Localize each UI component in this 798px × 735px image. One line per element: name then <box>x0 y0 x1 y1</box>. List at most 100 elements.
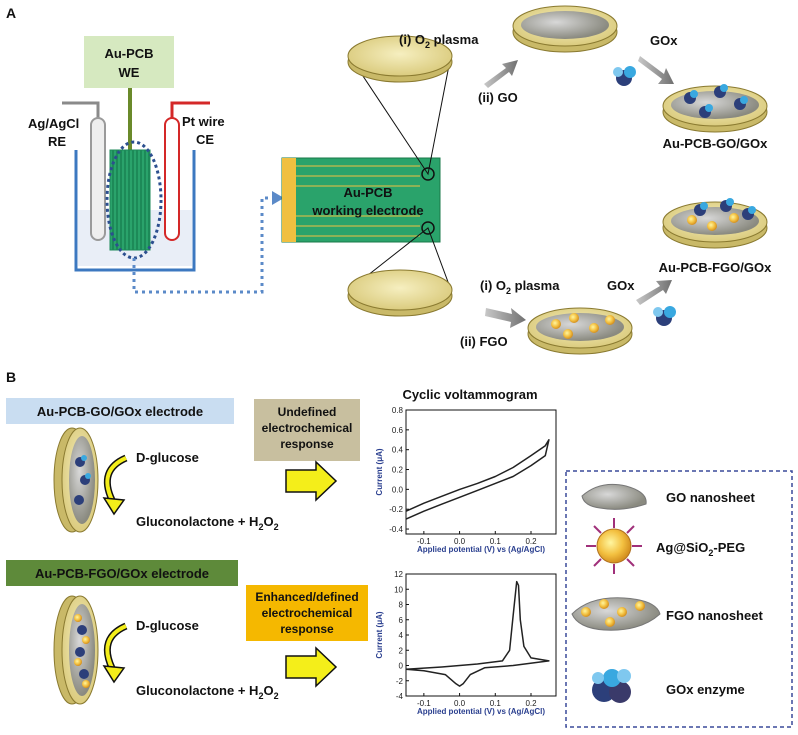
pcb-label-line1: Au-PCB <box>343 185 392 200</box>
cv-go-xlabel: Applied potential (V) vs (Ag/AgCl) <box>417 545 545 554</box>
we-label-line1: Au-PCB <box>104 46 153 61</box>
connector-arrowhead <box>272 191 284 205</box>
legend-fgo: FGO nanosheet <box>666 608 763 623</box>
cv-go-plot-frame <box>405 409 557 535</box>
pcb-in-cell <box>109 149 151 251</box>
x-tick-label: -0.1 <box>417 537 431 546</box>
electrochemical-cell <box>62 88 210 272</box>
go-gox-dish <box>662 84 768 133</box>
x-tick-label: -0.1 <box>417 699 431 708</box>
fgo-product: Gluconolactone + H2O2 <box>136 683 279 701</box>
y-tick-label: 6 <box>399 616 404 625</box>
response1-box <box>254 399 360 461</box>
x-tick-label: 0.2 <box>525 537 537 546</box>
bottom-step2: (ii) FGO <box>460 334 508 349</box>
cv-fgo-ylabel: Current (μA) <box>375 611 384 658</box>
go-reaction-arrowhead <box>102 497 126 516</box>
response2-arrow <box>285 646 338 688</box>
go-nanosheet-icon <box>581 483 647 510</box>
fgo-electrode-title: Au-PCB-FGO/GOx electrode <box>35 566 209 581</box>
legend-ag: Ag@SiO2-PEG <box>656 540 745 558</box>
y-tick-label: -0.4 <box>389 525 403 534</box>
cv-title: Cyclic voltammogram <box>402 387 537 402</box>
y-tick-label: 8 <box>399 601 404 610</box>
fgo-reaction-arrowhead <box>102 665 126 684</box>
bottom-gox-label: GOx <box>607 278 635 293</box>
top-arrow-2 <box>638 56 674 84</box>
top-arrow-1 <box>484 60 518 88</box>
y-tick-label: 0.6 <box>392 426 404 435</box>
gox-enzyme-icon <box>592 669 631 703</box>
re-label-line2: RE <box>48 134 66 149</box>
top-bare-dish <box>347 35 453 83</box>
y-tick-label: 0.4 <box>392 446 404 455</box>
y-tick-label: 0 <box>399 662 404 671</box>
response2-line2: electrochemical <box>262 606 353 620</box>
y-tick-label: -4 <box>396 692 404 701</box>
top-step2: (ii) GO <box>478 90 518 105</box>
we-label-box <box>84 36 174 88</box>
panel-a-letter: A <box>6 5 16 21</box>
ag-sio2-peg-icon <box>586 518 642 574</box>
y-tick-label: 12 <box>394 570 403 579</box>
panel-b-letter: B <box>6 369 16 385</box>
bottom-zoom-spot <box>421 221 435 235</box>
response2-line1: Enhanced/defined <box>255 590 358 604</box>
top-step1: (i) O2 plasma <box>399 32 479 50</box>
y-tick-label: 10 <box>394 585 403 594</box>
response2-line3: response <box>280 622 334 636</box>
bottom-arrow-2 <box>636 280 672 305</box>
top-gox-label: GOx <box>650 33 678 48</box>
fgo-substrate: D-glucose <box>136 618 199 633</box>
cv-curve <box>405 580 550 687</box>
response1-arrow <box>285 460 338 502</box>
x-tick-label: 0.0 <box>454 537 466 546</box>
ce-label-line1: Pt wire <box>182 114 225 129</box>
top-zoom-spot <box>421 167 435 181</box>
go-electrode-disc <box>53 427 99 533</box>
reference-wire <box>62 101 100 118</box>
fgo-electrode-title-box <box>6 560 238 586</box>
re-label-line1: Ag/AgCl <box>28 116 79 131</box>
x-tick-label: 0.0 <box>454 699 466 708</box>
top-gox-enzyme <box>613 66 636 86</box>
top-go-dish <box>512 5 618 53</box>
fgo-nanosheet-icon <box>571 597 661 631</box>
y-tick-label: 0.0 <box>392 485 404 494</box>
response1-line3: response <box>280 437 334 451</box>
bottom-bare-dish <box>347 269 453 317</box>
y-tick-label: 0.2 <box>392 466 404 475</box>
go-substrate: D-glucose <box>136 450 199 465</box>
cv-fgo-xlabel: Applied potential (V) vs (Ag/AgCl) <box>417 707 545 716</box>
bottom-zoom-cone <box>348 227 452 291</box>
ce-label-line2: CE <box>196 132 214 147</box>
cv-fgo-plot-frame <box>405 573 557 697</box>
fgo-electrode-disc <box>53 595 99 705</box>
we-label-line2: WE <box>119 65 140 80</box>
beaker-wall <box>74 150 196 272</box>
bottom-step1: (i) O2 plasma <box>480 278 560 296</box>
counter-electrode <box>164 117 180 241</box>
y-tick-label: 4 <box>399 631 404 640</box>
au-pcb-board <box>281 157 441 243</box>
x-tick-label: 0.1 <box>490 699 502 708</box>
legend-go: GO nanosheet <box>666 490 756 505</box>
cv-curve <box>405 439 550 520</box>
response1-line1: Undefined <box>278 405 337 419</box>
cv-go-ylabel: Current (μA) <box>375 448 384 495</box>
go-electrode-title-box <box>6 398 234 424</box>
legend-gox: GOx enzyme <box>666 682 745 697</box>
response2-box <box>246 585 368 641</box>
top-zoom-cone <box>348 54 452 176</box>
bottom-gox-enzyme <box>653 306 676 326</box>
dotted-connector <box>132 196 272 294</box>
y-tick-label: -2 <box>396 677 404 686</box>
go-product: Gluconolactone + H2O2 <box>136 514 279 532</box>
go-electrode-title: Au-PCB-GO/GOx electrode <box>37 404 203 419</box>
bottom-product-label: Au-PCB-FGO/GOx <box>659 260 772 275</box>
bottom-arrow-1 <box>485 308 526 328</box>
response1-line2: electrochemical <box>262 421 353 435</box>
fgo-gox-dish <box>662 198 768 249</box>
